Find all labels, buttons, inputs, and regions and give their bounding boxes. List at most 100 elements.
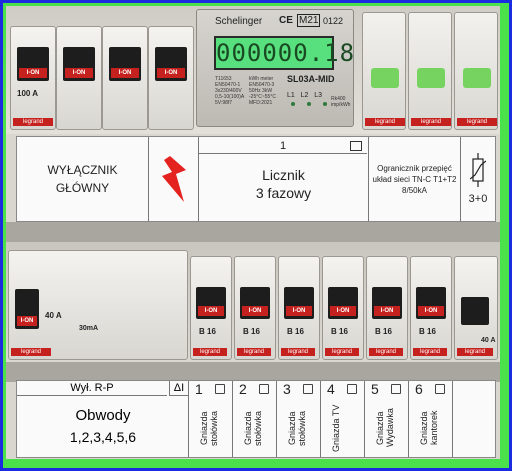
spec-line: EN50470-3 xyxy=(249,82,275,88)
brand-label: legrand xyxy=(11,348,51,356)
varistor-icon xyxy=(470,153,486,187)
spec-line: 50Hz 3kW xyxy=(249,88,273,94)
breaker-handle: I-ON xyxy=(416,287,446,319)
spec-line: kWh meter xyxy=(249,76,274,82)
breaker-rating: 100 A xyxy=(17,89,39,98)
on-label: I-ON xyxy=(242,306,268,316)
circuit-name: Gniazda stołówka xyxy=(243,410,263,446)
circuits-list: 1,2,3,4,5,6 xyxy=(69,429,137,445)
circuit-name: Gniazda kantorek xyxy=(419,410,439,446)
spd-code: 3+0 xyxy=(468,193,488,205)
spec-line: MFD:2021 xyxy=(249,100,273,106)
circuit-number: 4 xyxy=(327,381,335,397)
on-label: I-ON xyxy=(111,68,139,78)
checkbox-icon xyxy=(259,384,269,394)
brand-label: legrand xyxy=(281,348,315,356)
meter-spec-right: kWh meter EN50470-3 50Hz 3kW -25°C~55°C … xyxy=(249,76,276,106)
breaker-handle: I-ON xyxy=(372,287,402,319)
meter-imp-rate: Rk400 imp/kWh xyxy=(331,96,351,108)
on-label: I-ON xyxy=(17,316,37,326)
mcb-circuit-2: I-ON B 16 legrand xyxy=(234,256,276,360)
breaker-handle: I-ON xyxy=(240,287,270,319)
status-window xyxy=(417,68,445,88)
on-label: I-ON xyxy=(65,68,93,78)
circuit-number: 2 xyxy=(239,381,247,397)
main-switch-pole-4: I-ON xyxy=(148,26,194,130)
brand-label: legrand xyxy=(193,348,227,356)
mcb-circuit-5: I-ON B 16 legrand xyxy=(366,256,408,360)
main-switch-label: WYŁĄCZNIK GŁÓWNY xyxy=(47,163,118,195)
brand-label: legrand xyxy=(369,348,403,356)
meter-brand: Schelinger xyxy=(215,16,263,27)
meter-badge: M21 xyxy=(297,14,321,27)
circuit-label-4: 4 Gniazda TV xyxy=(321,381,365,457)
circuit-label-6: 6 Gniazda kantorek xyxy=(409,381,453,457)
brand-label: legrand xyxy=(413,348,447,356)
circuit-label-1: 1 Gniazda stołówka xyxy=(189,381,233,457)
mcb-circuit-1: I-ON B 16 legrand xyxy=(190,256,232,360)
breaker-handle: I-ON xyxy=(17,47,49,81)
checkbox-icon xyxy=(391,384,401,394)
meter-spec-left: T11653 EN50470-1 3x230/400V 0,5-10(100)A… xyxy=(215,76,244,106)
breaker-handle: I-ON xyxy=(155,47,187,81)
breaker-rating: B 16 xyxy=(287,327,304,336)
circuit-label-3: 3 Gniazda stołówka xyxy=(277,381,321,457)
breaker-rating: B 16 xyxy=(375,327,392,336)
spec-line: -25°C~55°C xyxy=(249,94,276,100)
brand-label: legrand xyxy=(457,118,497,126)
bottom-label-strip: Wył. R-P ΔI Obwody 1,2,3,4,5,6 1 Gniazda… xyxy=(16,380,496,458)
on-label: I-ON xyxy=(418,306,444,316)
circuit-label-5: 5 Gniazda Wydawka xyxy=(365,381,409,457)
surge-protector-module: legrand xyxy=(408,12,452,130)
mcb-extra: 40 A legrand xyxy=(454,256,498,360)
ce-mark: CE xyxy=(279,15,293,26)
checkbox-icon xyxy=(435,384,445,394)
spec-line: 5V:98f7 xyxy=(215,100,233,106)
energy-meter: Schelinger CE M21 0122 000000.18 T11653 … xyxy=(196,9,354,127)
phase-led-l1 xyxy=(291,102,295,106)
main-switch-breaker: I-ON 100 A legrand xyxy=(10,26,56,130)
mcb-circuit-4: I-ON B 16 legrand xyxy=(322,256,364,360)
brand-label: legrand xyxy=(325,348,359,356)
surge-protector-module: legrand xyxy=(362,12,406,130)
blank-label-cell xyxy=(453,381,495,457)
lightning-cell xyxy=(149,137,199,221)
circuit-number: 5 xyxy=(371,381,379,397)
checkbox-icon xyxy=(303,384,313,394)
surge-protector-module: legrand xyxy=(454,12,498,130)
breaker-handle: I-ON xyxy=(284,287,314,319)
rcd-label-cell: Wył. R-P ΔI Obwody 1,2,3,4,5,6 xyxy=(17,381,189,457)
breaker-handle: I-ON xyxy=(63,47,95,81)
checkbox-icon xyxy=(215,384,225,394)
checkbox-icon xyxy=(347,384,357,394)
breaker-handle xyxy=(461,297,489,325)
panel-divider xyxy=(6,362,500,382)
main-switch-pole-2: I-ON xyxy=(56,26,102,130)
breaker-handle: I-ON xyxy=(109,47,141,81)
spd-label-cell: Ogranicznik przepięć układ sieci TN-C T1… xyxy=(369,137,461,221)
on-label: I-ON xyxy=(286,306,312,316)
spec-line: T11653 xyxy=(215,76,232,82)
phase-l3-label: L3 xyxy=(314,92,323,99)
phase-labels: L1 L2 L3 xyxy=(287,92,322,99)
lightning-icon xyxy=(161,156,186,202)
breaker-handle: I-ON xyxy=(196,287,226,319)
meter-display: 000000.18 xyxy=(214,36,354,70)
circuit-label-2: 2 Gniazda stołówka xyxy=(233,381,277,457)
circuits-title: Obwody xyxy=(75,407,131,424)
phase-led-l3 xyxy=(323,102,327,106)
notebook-icon xyxy=(350,141,362,151)
meter-label-cell: 1 Licznik 3 fazowy xyxy=(199,137,369,221)
delta-symbol: ΔI xyxy=(169,381,188,396)
circuit-number: 3 xyxy=(283,381,291,397)
circuit-name: Gniazda stołówka xyxy=(287,410,307,446)
panel-divider xyxy=(6,222,500,244)
meter-badge-number: 0122 xyxy=(323,16,344,26)
mcb-circuit-3: I-ON B 16 legrand xyxy=(278,256,320,360)
phase-l2-label: L2 xyxy=(300,92,309,99)
on-label: I-ON xyxy=(198,306,224,316)
status-window xyxy=(463,68,491,88)
breaker-rating: B 16 xyxy=(243,327,260,336)
brand-label: legrand xyxy=(237,348,271,356)
mcb-circuit-6: I-ON B 16 legrand xyxy=(410,256,452,360)
